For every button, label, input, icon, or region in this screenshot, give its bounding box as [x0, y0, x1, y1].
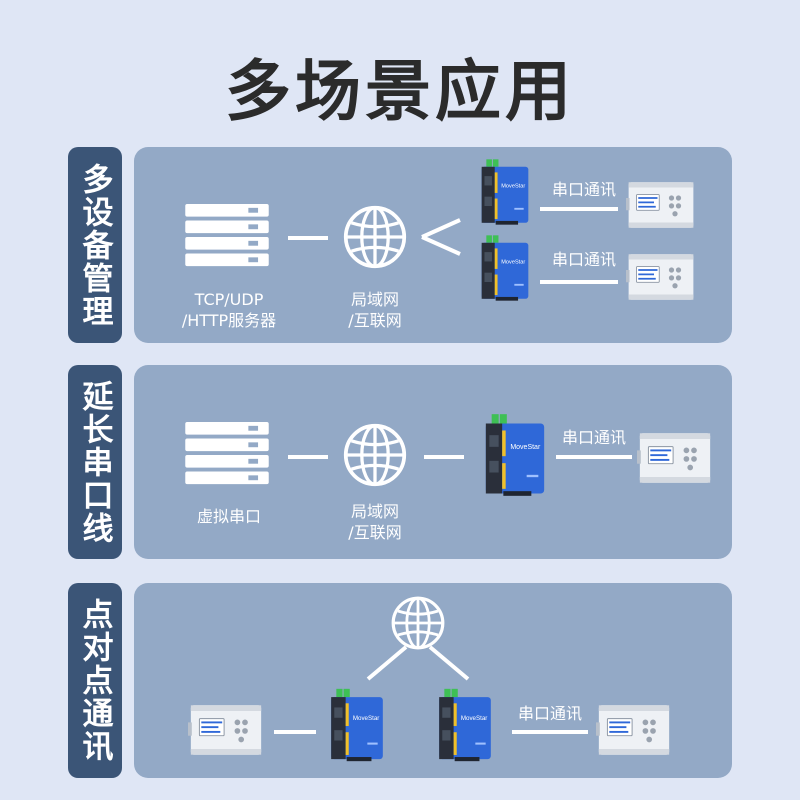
- globe-icon: [342, 422, 408, 488]
- server-icon: [184, 203, 270, 269]
- server-icon: [184, 421, 270, 487]
- section-tab-point-to-point: 点对点通讯: [68, 583, 122, 778]
- section-tab-extend-serial: 延长串口线: [68, 365, 122, 559]
- section-panel-point-to-point: 串口通讯: [134, 583, 732, 778]
- connector-line: [424, 455, 464, 459]
- plc-device: [626, 249, 696, 305]
- connector-line: [556, 455, 632, 459]
- server-label: TCP/UDP /HTTP服务器: [154, 289, 304, 331]
- serial-gateway-device: [477, 235, 533, 301]
- server-label-line-2: /HTTP服务器: [181, 311, 277, 330]
- serial-label: 串口通讯: [561, 428, 626, 447]
- network-label: 局域网 /互联网: [330, 289, 420, 331]
- section-panel-extend-serial: 虚拟串口 局域网 /互联网 串口通讯: [134, 365, 732, 559]
- connector-line: [288, 236, 328, 240]
- page-title: 多场景应用: [225, 53, 575, 130]
- plc-device: [626, 177, 696, 233]
- serial-gateway-device: [326, 687, 388, 763]
- connector-line: [274, 730, 316, 734]
- branch-lines: [421, 218, 461, 256]
- serial-gateway-device: [477, 159, 533, 225]
- network-label-line-2: /互联网: [348, 523, 402, 542]
- network-label-line-2: /互联网: [348, 311, 402, 330]
- connector-line: [288, 455, 328, 459]
- network-label-line-1: 局域网: [350, 502, 399, 521]
- plc-device: [188, 699, 264, 761]
- plc-device: [596, 699, 672, 761]
- network-label: 局域网 /互联网: [330, 501, 420, 543]
- connector-line: [512, 730, 588, 734]
- serial-label: 串口通讯: [517, 704, 582, 723]
- network-label-line-1: 局域网: [350, 290, 399, 309]
- serial-gateway-device: [434, 687, 496, 763]
- virtual-serial-label: 虚拟串口: [196, 507, 261, 526]
- section-panel-multi-device: TCP/UDP /HTTP服务器 局域网 /互联网 串口通讯 串口通讯: [134, 147, 732, 343]
- globe-icon: [342, 204, 408, 270]
- section-tab-multi-device: 多设备管理: [68, 147, 122, 343]
- connector-line: [540, 207, 618, 211]
- plc-device: [637, 427, 713, 489]
- connector-line: [540, 280, 618, 284]
- serial-label: 串口通讯: [551, 250, 616, 269]
- server-label-line-1: TCP/UDP: [194, 290, 264, 309]
- serial-label: 串口通讯: [551, 180, 616, 199]
- serial-gateway-device: [480, 413, 550, 497]
- branch-lines: [366, 645, 470, 681]
